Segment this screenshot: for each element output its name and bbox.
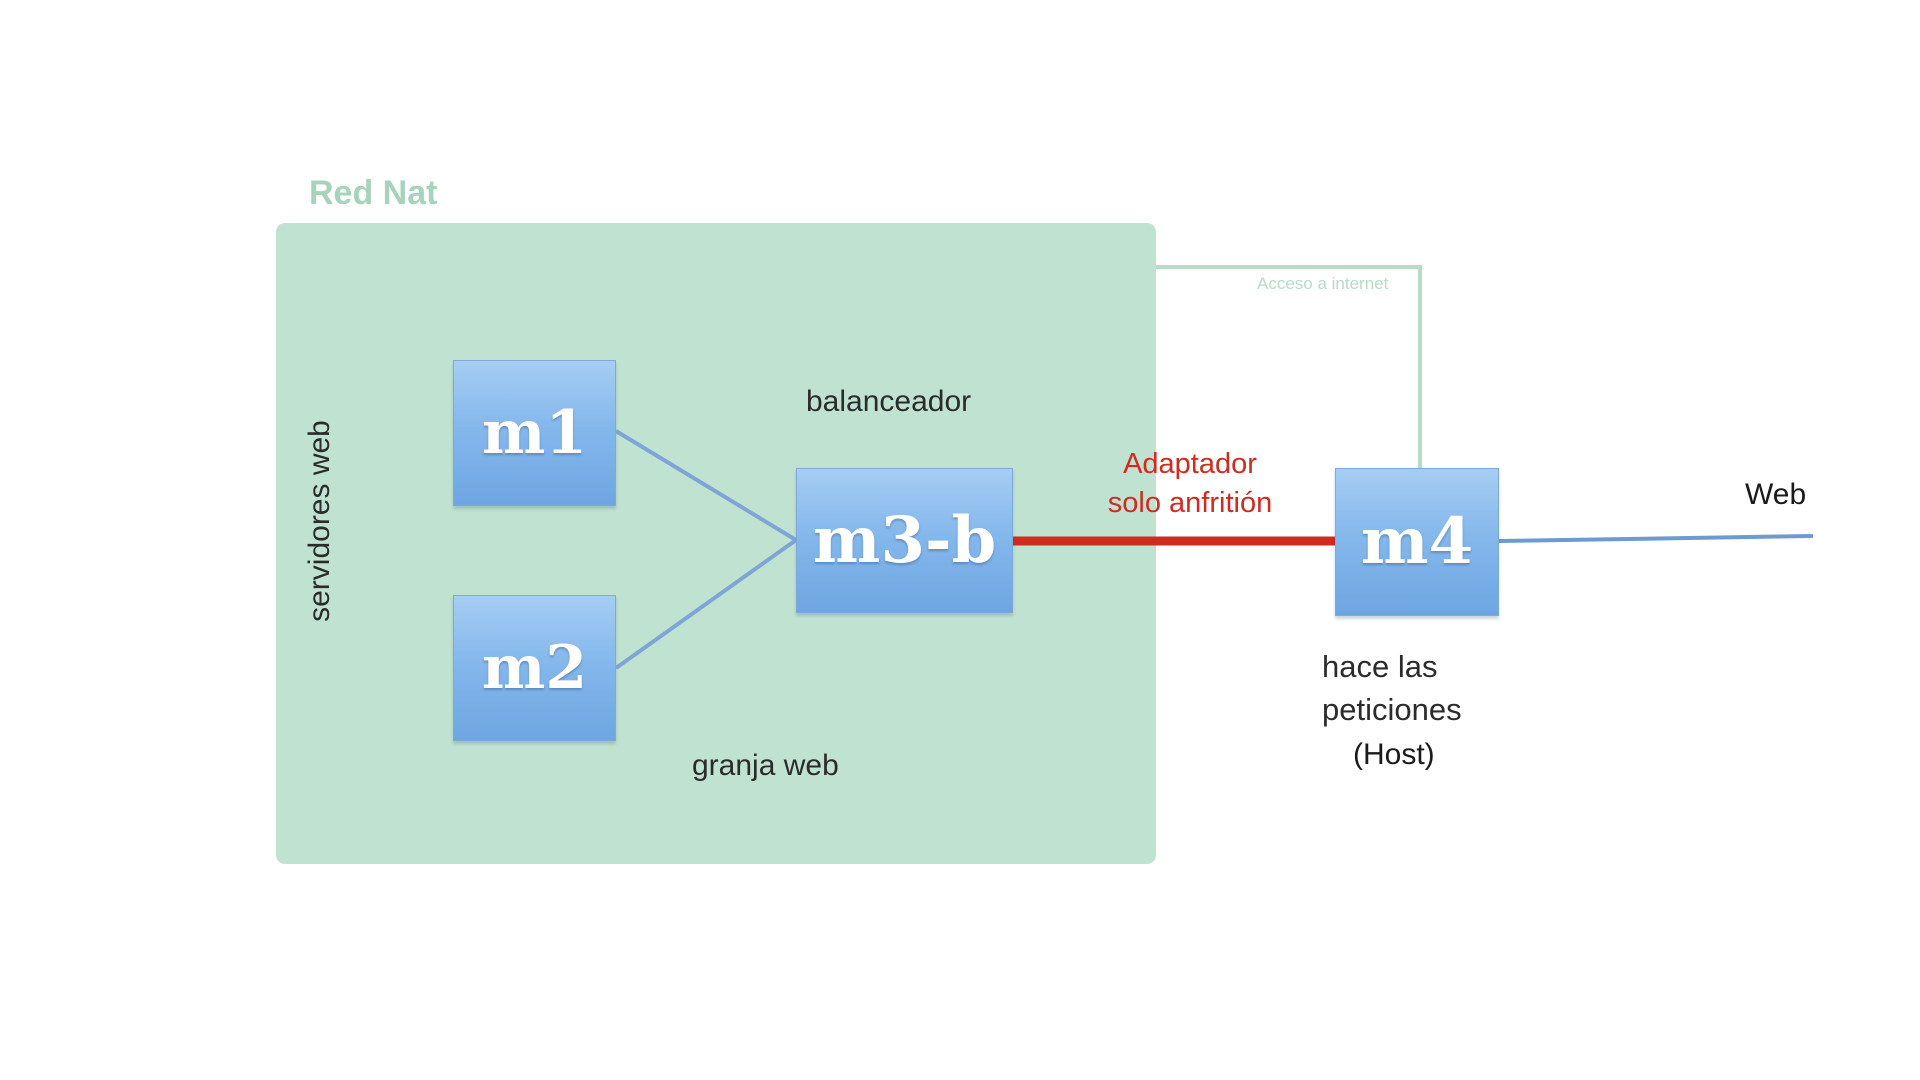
internet-access-link [1156,265,1422,468]
node-m3-b: m3-b [796,468,1013,613]
host-only-adapter-label: Adaptador solo anfritión [1090,445,1290,523]
host-description-line-2: peticiones [1322,692,1462,727]
web-servers-label: servidores web [303,420,336,622]
node-m4-label: m4 [1360,504,1474,579]
adapter-label-line-2: solo anfritión [1107,487,1273,519]
adapter-label-line-1: Adaptador [1123,448,1257,480]
host-description-label: hace las peticiones [1322,645,1522,731]
node-m1-label: m1 [481,398,588,468]
web-label: Web [1745,478,1807,511]
link-m1-m3b [614,429,798,542]
link-m2-m3b [614,538,798,670]
node-m4: m4 [1335,468,1499,616]
web-link [1498,534,1814,543]
node-m1: m1 [453,360,616,506]
host-label: (Host) [1353,738,1435,771]
host-description-line-1: hace las [1322,649,1438,684]
node-m2-label: m2 [481,633,588,703]
nat-network-title: Red Nat [309,174,438,212]
internet-access-label: Acceso a internet [1257,274,1389,293]
web-farm-label: granja web [692,749,839,782]
node-m3-b-label: m3-b [812,502,997,578]
balancer-label: balanceador [806,385,972,418]
node-m2: m2 [453,595,616,741]
